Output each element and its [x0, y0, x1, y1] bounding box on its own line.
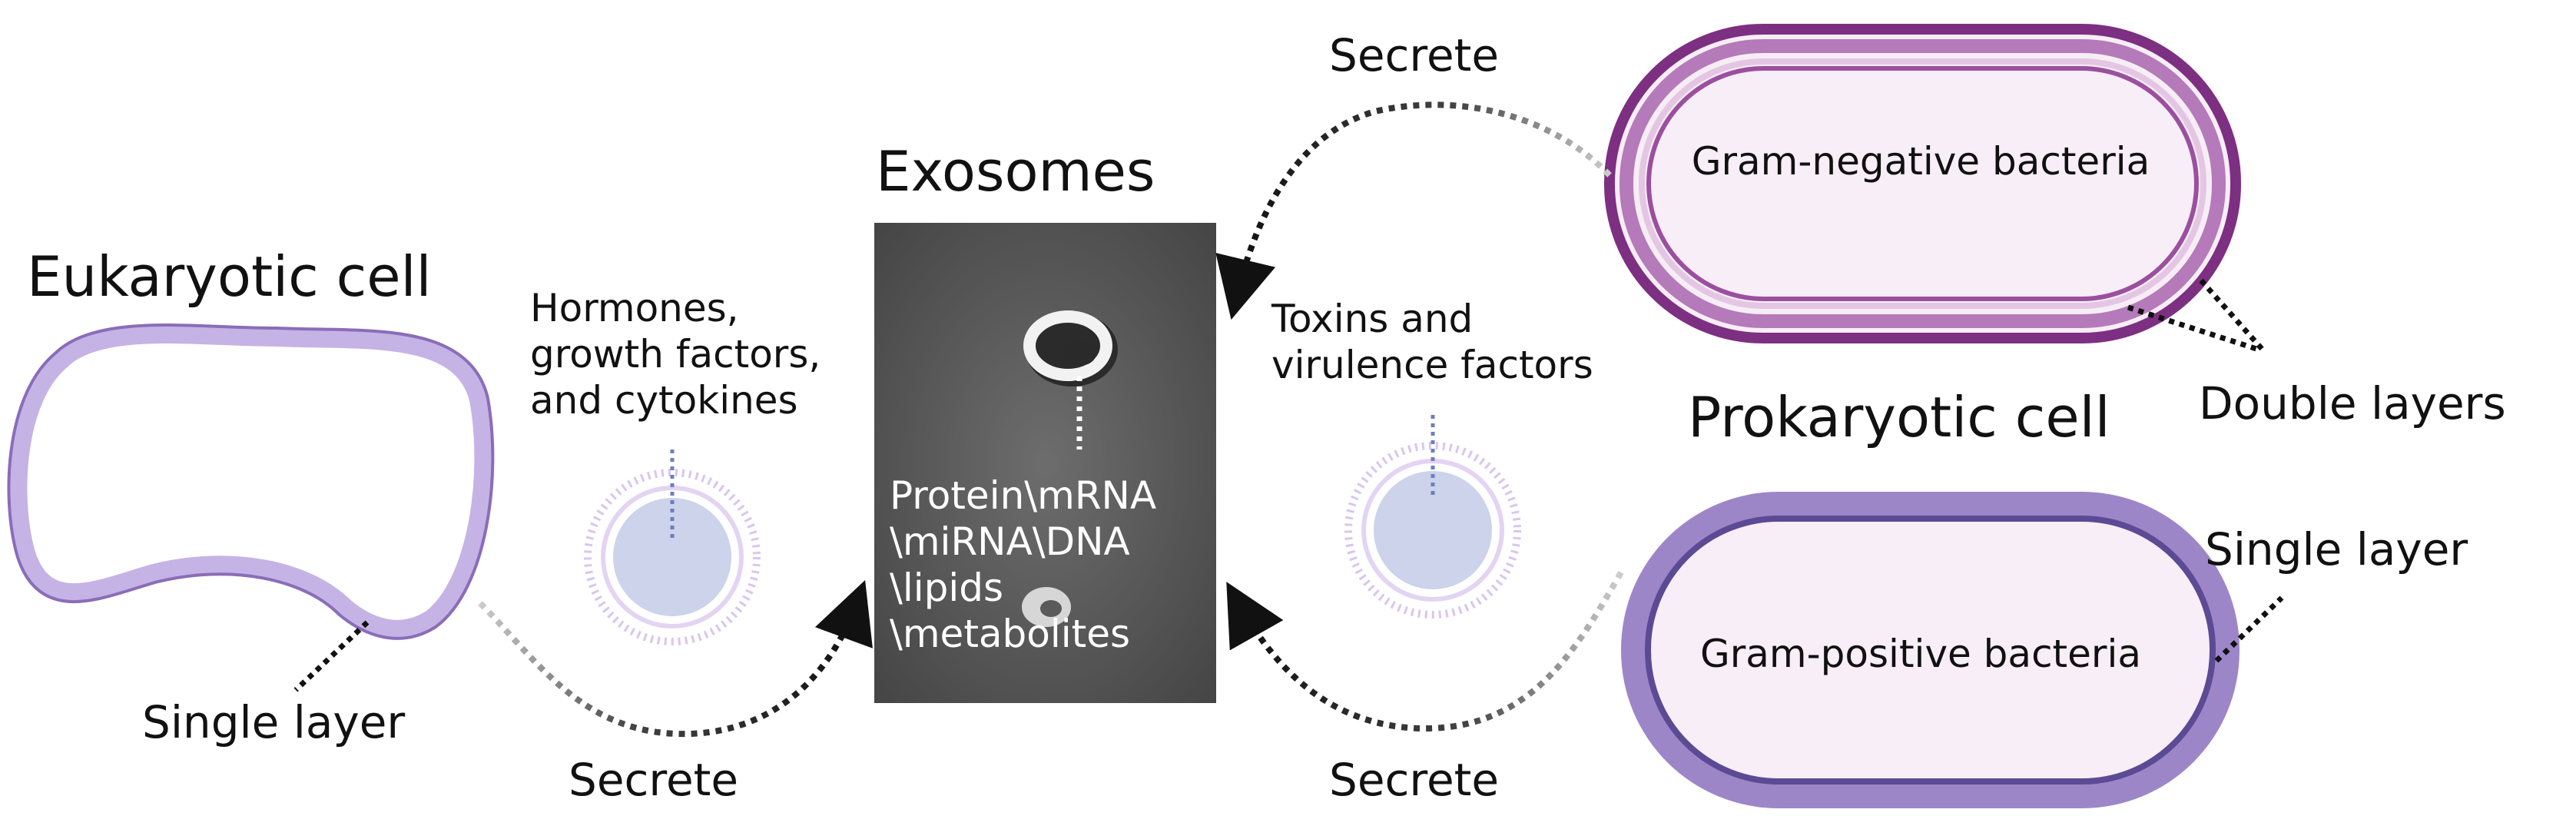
gram-positive-layer-label: Single layer	[2205, 523, 2468, 576]
eukaryotic-membrane-fill	[10, 327, 492, 637]
single-layer-pointer	[2214, 595, 2284, 663]
eukaryotic-secrete-label: Secrete	[569, 754, 738, 806]
eukaryotic-layer-pointer	[293, 620, 370, 692]
eukaryotic-cargo-text: Hormones, growth factors, and cytokines	[530, 286, 833, 423]
prokaryotic-cargo-text: Toxins and virulence factors	[1271, 297, 1593, 387]
eukaryotic-secrete-arrow	[478, 579, 873, 738]
exosomes-title: Exosomes	[876, 139, 1155, 204]
exosome-cargo-text: Protein\mRNA \miRNA\DNA \lipids \metabol…	[890, 473, 1169, 656]
prokaryotic-section: Prokaryotic cell Toxins and virulence fa…	[1215, 24, 2506, 808]
prokaryotic-cell-title: Prokaryotic cell	[1688, 385, 2110, 449]
eukaryotic-layer-label: Single layer	[142, 696, 405, 748]
eukaryotic-section: Eukaryotic cell Single layer Hormones, g…	[7, 244, 873, 806]
eukaryotic-vesicle	[584, 449, 761, 645]
gram-positive-secrete-label: Secrete	[1329, 754, 1499, 806]
gram-negative-bacteria: Gram-negative bacteria	[1604, 24, 2241, 343]
double-layer-pointer-outer	[2199, 278, 2265, 352]
gram-negative-label: Gram-negative bacteria	[1692, 139, 2150, 184]
exosome-particle-bottom	[1022, 587, 1071, 627]
prokaryotic-vesicle	[1344, 415, 1521, 619]
gram-positive-bacteria: Gram-positive bacteria	[1621, 492, 2239, 808]
gram-negative-secrete-label: Secrete	[1329, 29, 1499, 81]
exosomes-section: Exosomes Protein\mRNA \miRNA\DNA \lipids…	[874, 139, 1216, 703]
double-layers-label: Double layers	[2199, 377, 2506, 430]
gram-positive-label: Gram-positive bacteria	[1700, 632, 2141, 676]
eukaryotic-cell-title: Eukaryotic cell	[27, 244, 432, 309]
gram-negative-secrete-arrow	[1215, 101, 1612, 320]
double-layer-pointer-inner	[2127, 304, 2260, 353]
exosome-particle-top	[1023, 310, 1118, 386]
